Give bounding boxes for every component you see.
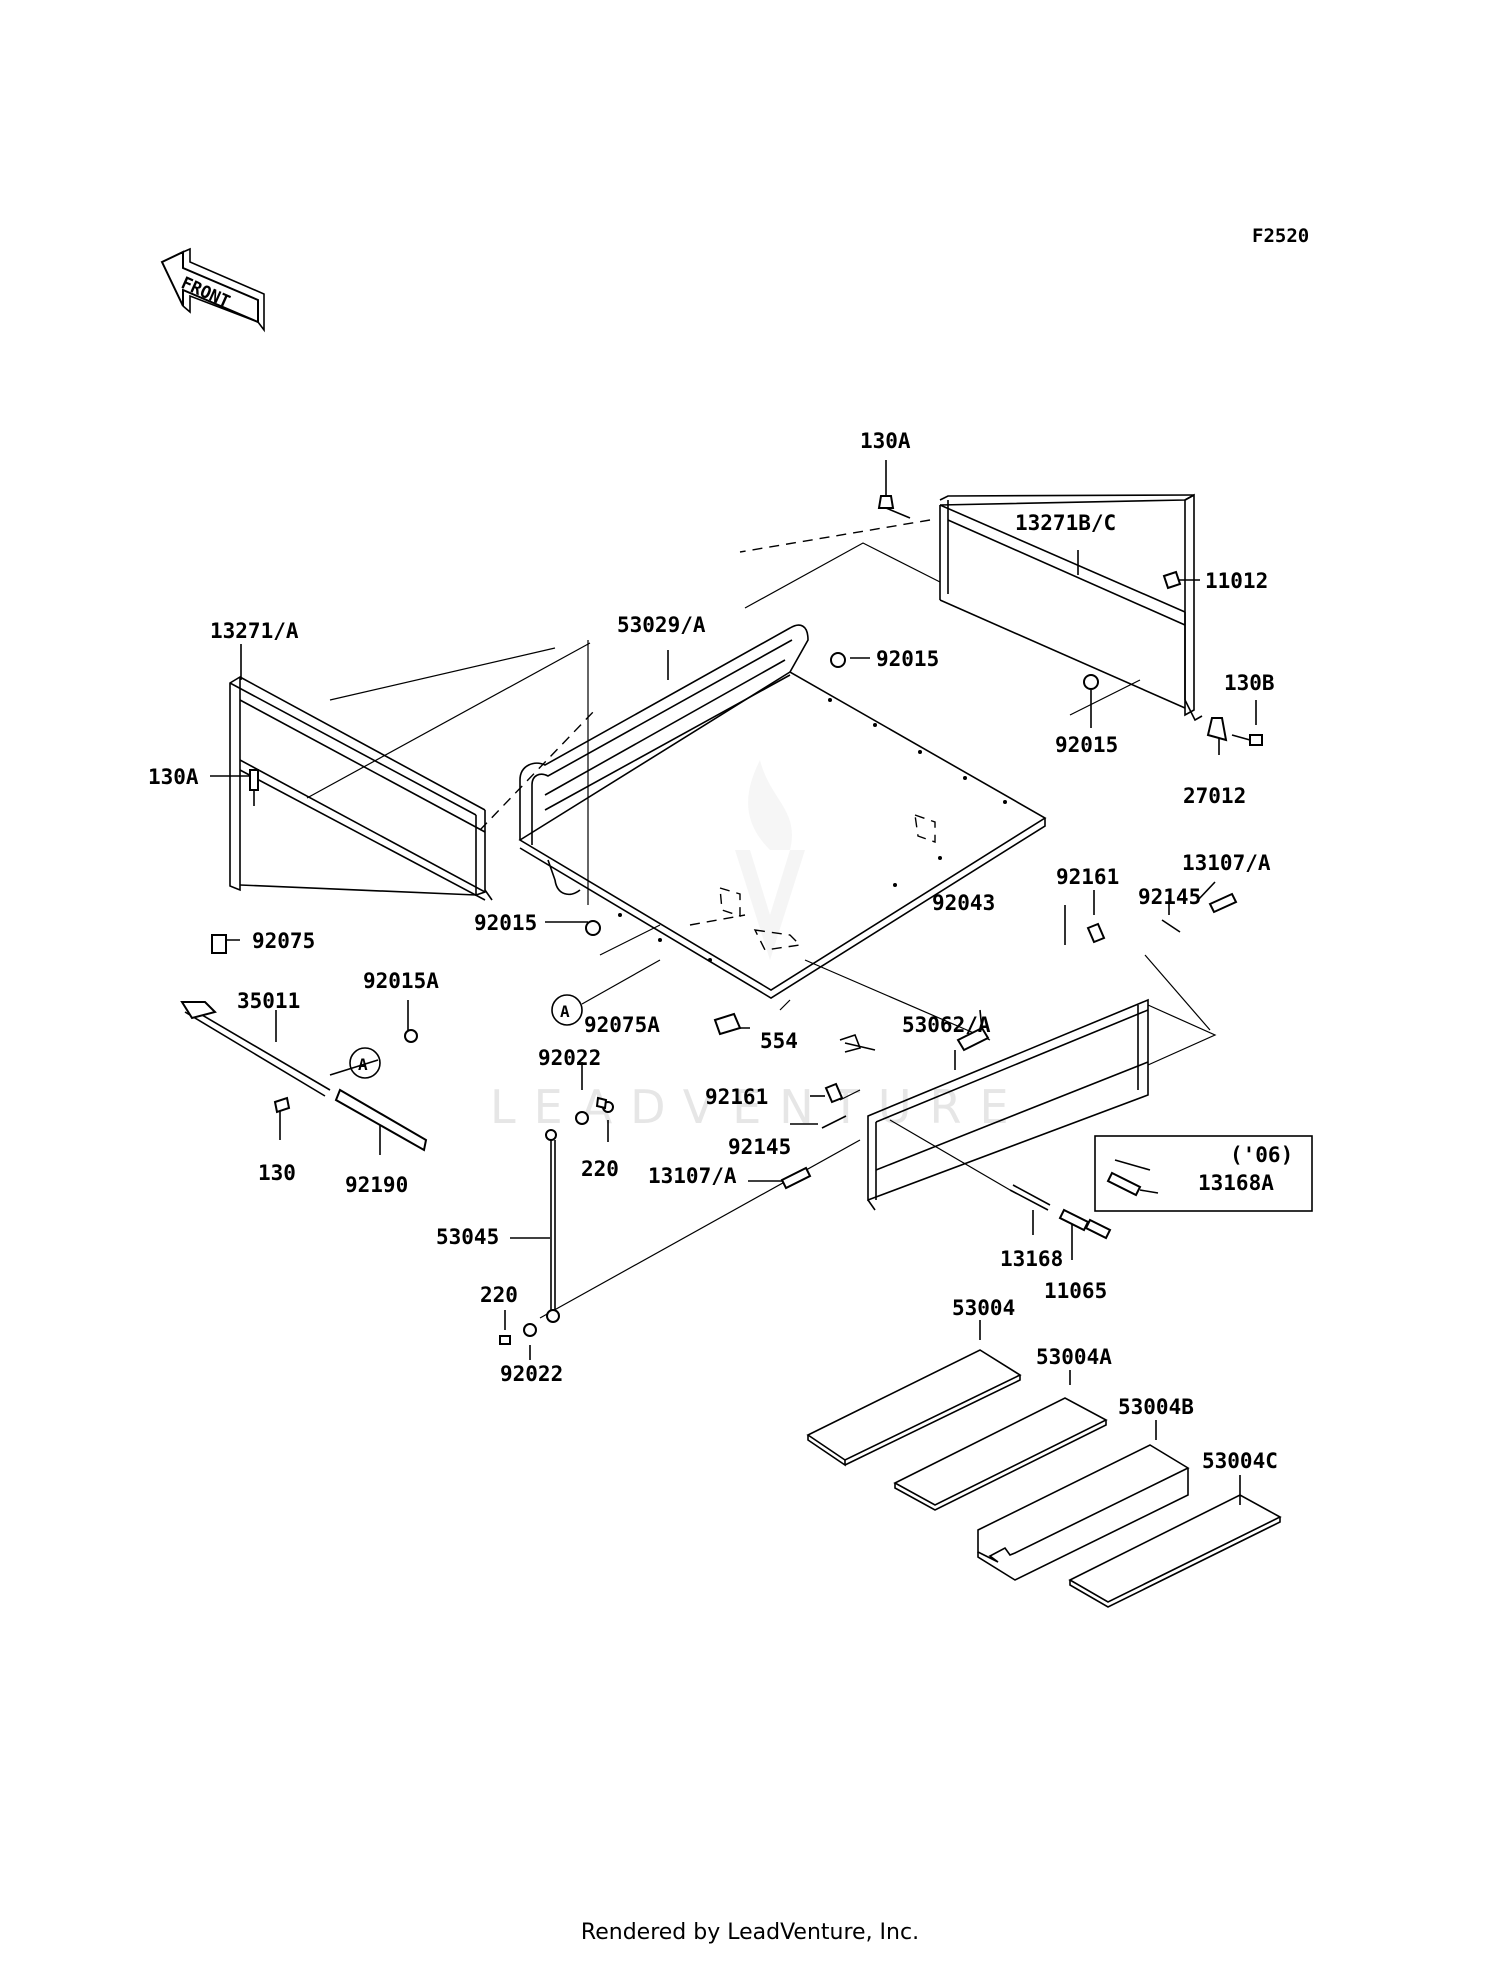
label-53029a: 53029/A [617, 613, 706, 637]
label-11065: 11065 [1044, 1279, 1107, 1303]
label-92161-top: 92161 [1056, 865, 1119, 889]
inset-label: ('06) [1230, 1143, 1293, 1167]
mat-53004a [893, 1397, 1108, 1506]
callout-a-rod: A [349, 1047, 381, 1079]
watermark-text: LEADVENTURE [490, 1080, 1027, 1134]
left-panel-footprint [329, 647, 556, 701]
label-220-top: 220 [581, 1157, 619, 1181]
label-53004: 53004 [952, 1296, 1015, 1320]
tailgate [867, 998, 1217, 1211]
label-92022-top: 92022 [538, 1046, 601, 1070]
label-13168: 13168 [1000, 1247, 1063, 1271]
label-53062a: 53062/A [902, 1013, 991, 1037]
label-27012: 27012 [1183, 784, 1246, 808]
mat-53004b [977, 1444, 1190, 1563]
label-130a-top: 130A [860, 429, 911, 453]
side-panel-right [739, 493, 1203, 722]
side-panel-left [229, 675, 596, 901]
label-130: 130 [258, 1161, 296, 1185]
inset-box: ('06) [1094, 1135, 1313, 1212]
callout-a-rod-label: A [358, 1055, 368, 1074]
label-92075a: 92075A [584, 1013, 660, 1037]
label-220-bot: 220 [480, 1283, 518, 1307]
label-53004c: 53004C [1202, 1449, 1278, 1473]
cargo-bed [518, 624, 1047, 999]
label-92075: 92075 [252, 929, 315, 953]
right-panel-footprint-lower [1069, 679, 1141, 716]
leader-lines [210, 460, 1257, 1505]
label-53004a: 53004A [1036, 1345, 1112, 1369]
label-554: 554 [760, 1029, 798, 1053]
label-53004b: 53004B [1118, 1395, 1194, 1419]
label-130b: 130B [1224, 671, 1275, 695]
callout-a-bed: A [551, 959, 661, 1026]
part-labels: 130A 13271B/C 11012 13271/A 53029/A 9201… [148, 429, 1278, 1473]
callout-a-bed-label: A [560, 1002, 570, 1021]
label-13107a-top: 13107/A [1182, 851, 1271, 875]
footer-credit: Rendered by LeadVenture, Inc. [580, 1920, 920, 1945]
label-92190: 92190 [345, 1173, 408, 1197]
label-92022-bot: 92022 [500, 1362, 563, 1386]
label-130a-left: 130A [148, 765, 199, 789]
front-arrow-icon: FRONT [160, 247, 265, 333]
label-92015-right: 92015 [1055, 733, 1118, 757]
label-53045: 53045 [436, 1225, 499, 1249]
watermark-logo [735, 760, 805, 960]
label-92145-top: 92145 [1138, 885, 1201, 909]
label-92015a: 92015A [363, 969, 439, 993]
mat-53004 [806, 1349, 1022, 1461]
label-92043: 92043 [932, 891, 995, 915]
label-13271bc: 13271B/C [1015, 511, 1116, 535]
label-92145-mid: 92145 [728, 1135, 791, 1159]
floor-mats [806, 1349, 1282, 1608]
label-13107a-mid: 13107/A [648, 1164, 737, 1188]
hardware [180, 495, 1263, 1345]
bed-holes [618, 698, 1007, 962]
label-92161-mid: 92161 [705, 1085, 768, 1109]
label-13271a: 13271/A [210, 619, 299, 643]
left-panel-footprint-2 [306, 642, 591, 799]
label-92015-top: 92015 [876, 647, 939, 671]
right-panel-footprint [744, 542, 941, 609]
label-13168a: 13168A [1198, 1171, 1274, 1195]
figure-code: F2520 [1252, 225, 1309, 247]
label-35011: 35011 [237, 989, 300, 1013]
label-11012: 11012 [1205, 569, 1268, 593]
label-92015-left: 92015 [474, 911, 537, 935]
